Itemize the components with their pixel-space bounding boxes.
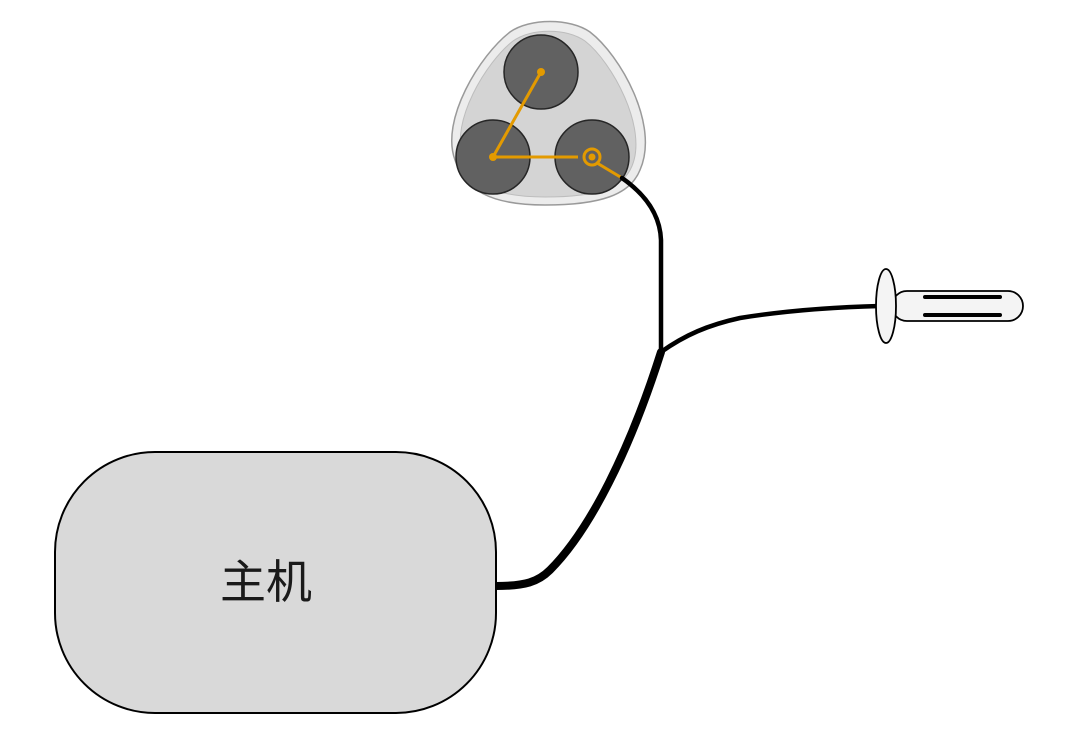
sensor-cable-upper — [619, 175, 664, 355]
host-unit: 主机 — [54, 451, 497, 714]
cable-cross-section — [450, 20, 646, 206]
core-probe-node-left — [489, 153, 497, 161]
core-probe-node-right — [588, 153, 596, 161]
core-probe-ring — [582, 147, 602, 167]
host-box — [54, 451, 497, 714]
core-probe-lead — [595, 161, 624, 180]
temperature-probe — [875, 268, 1024, 344]
probe-flange — [875, 268, 897, 344]
core-probe-node-top — [537, 68, 545, 76]
main-cable — [492, 348, 665, 590]
host-label: 主机 — [220, 555, 312, 609]
probe-cable-branch — [658, 303, 883, 355]
